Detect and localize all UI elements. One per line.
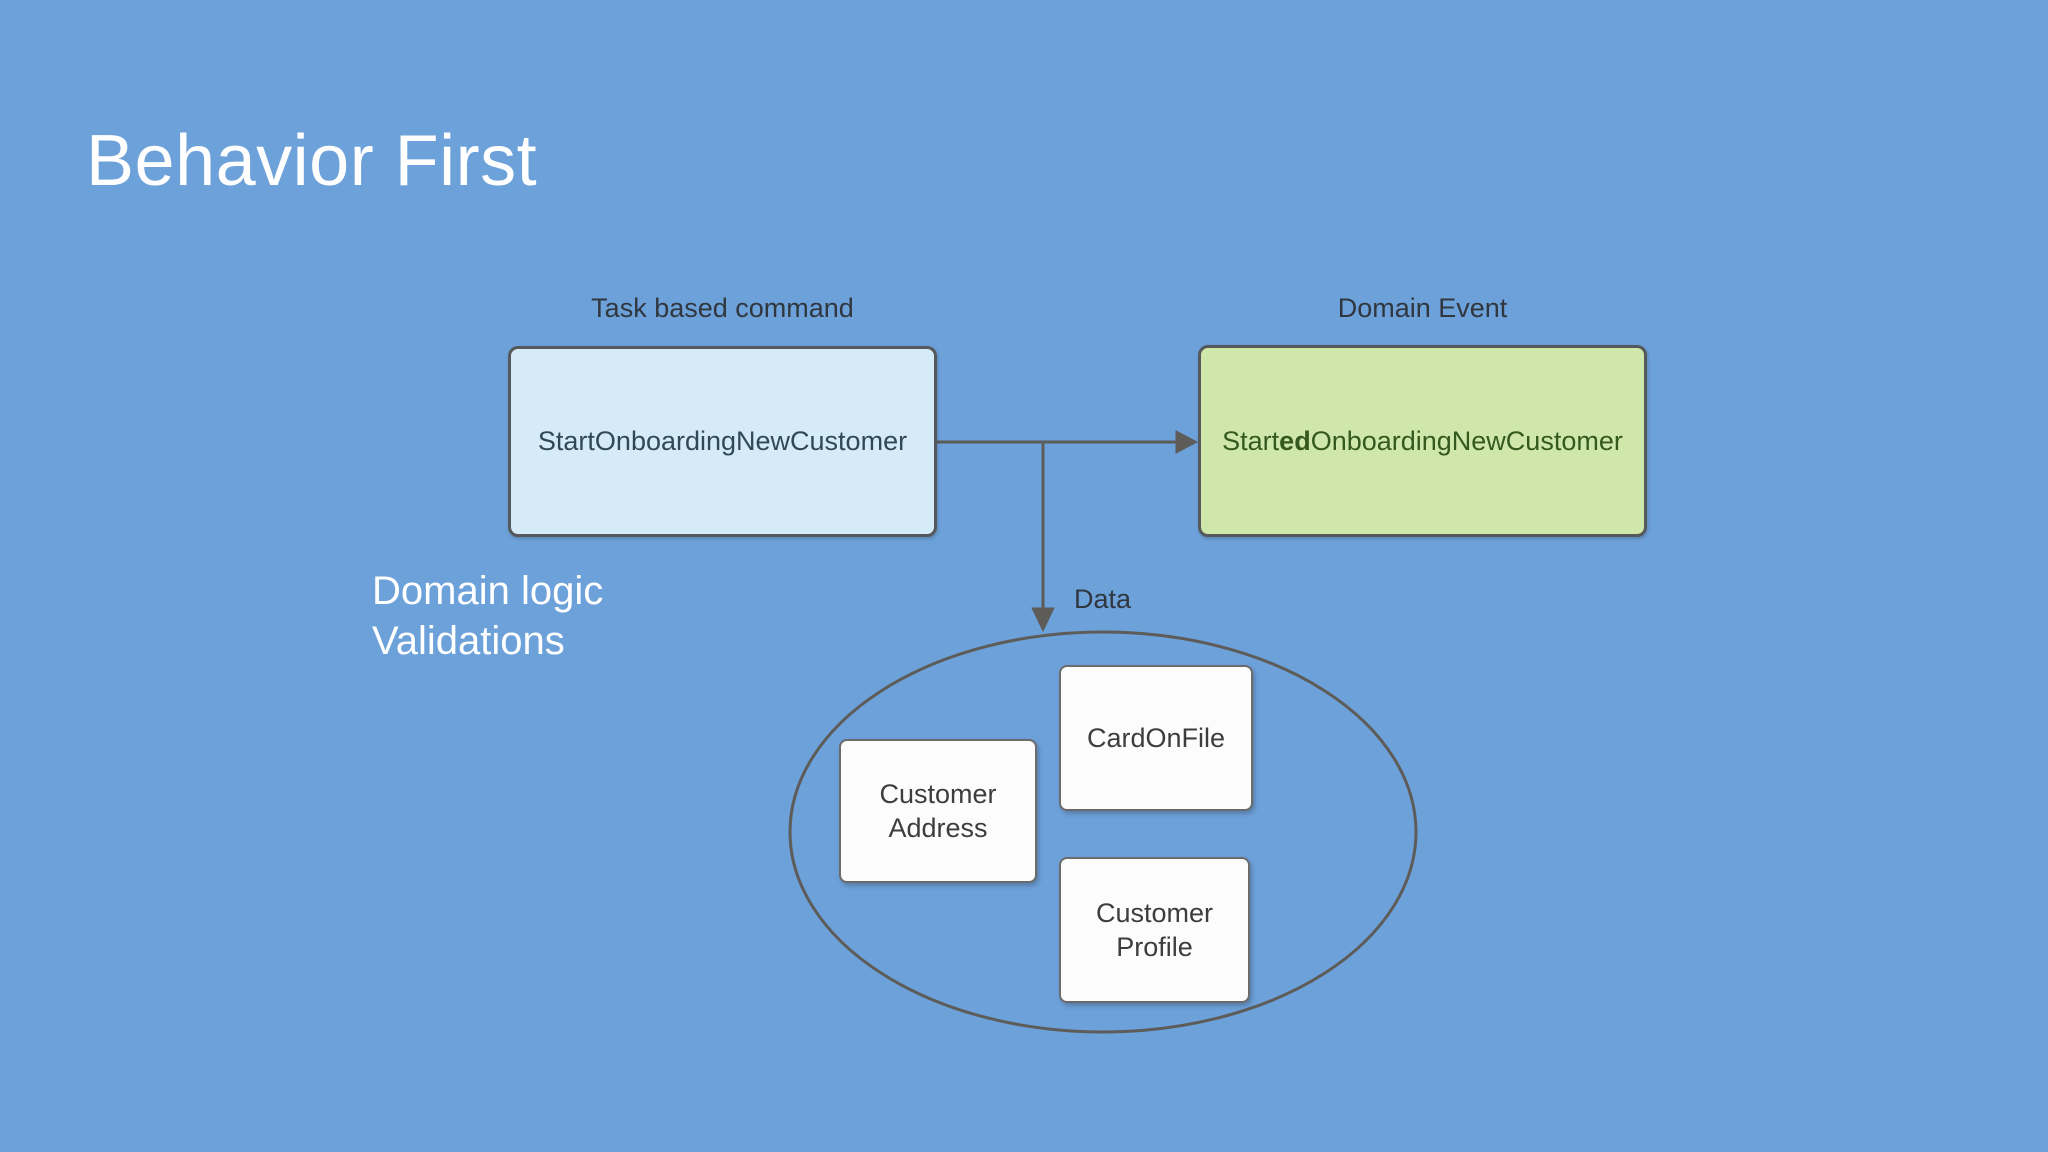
event-label-prefix: Start	[1222, 425, 1280, 456]
data-box-card-on-file: CardOnFile	[1059, 665, 1253, 811]
arrowhead-down-icon	[1031, 607, 1055, 633]
command-caption: Task based command	[591, 293, 854, 323]
side-note-line1: Domain logic	[372, 569, 604, 613]
side-note-line2: Validations	[372, 619, 565, 663]
data-box-label-line2: Address	[888, 813, 988, 843]
data-box-customer-address: Customer Address	[839, 739, 1037, 883]
event-box-label: StartedOnboardingNewCustomer	[1222, 426, 1623, 457]
arrowhead-right-icon	[1175, 430, 1199, 454]
command-box: StartOnboardingNewCustomer	[508, 346, 937, 537]
command-box-label: StartOnboardingNewCustomer	[537, 426, 908, 456]
event-caption: Domain Event	[1337, 293, 1508, 323]
event-label-bold: ed	[1279, 425, 1311, 456]
event-box: StartedOnboardingNewCustomer	[1198, 345, 1647, 537]
data-box-customer-profile: Customer Profile	[1059, 857, 1250, 1003]
data-box-label-line1: Customer	[879, 779, 997, 809]
page-title: Behavior First	[86, 121, 538, 201]
data-box-label-line1: Customer	[1095, 898, 1214, 928]
data-box-label-line2: Profile	[1116, 932, 1193, 962]
event-label-suffix: OnboardingNewCustomer	[1310, 425, 1623, 456]
data-box-label: CardOnFile	[1086, 723, 1226, 753]
data-group-label: Data	[1074, 584, 1132, 614]
side-note: Domain logic Validations	[372, 566, 603, 666]
